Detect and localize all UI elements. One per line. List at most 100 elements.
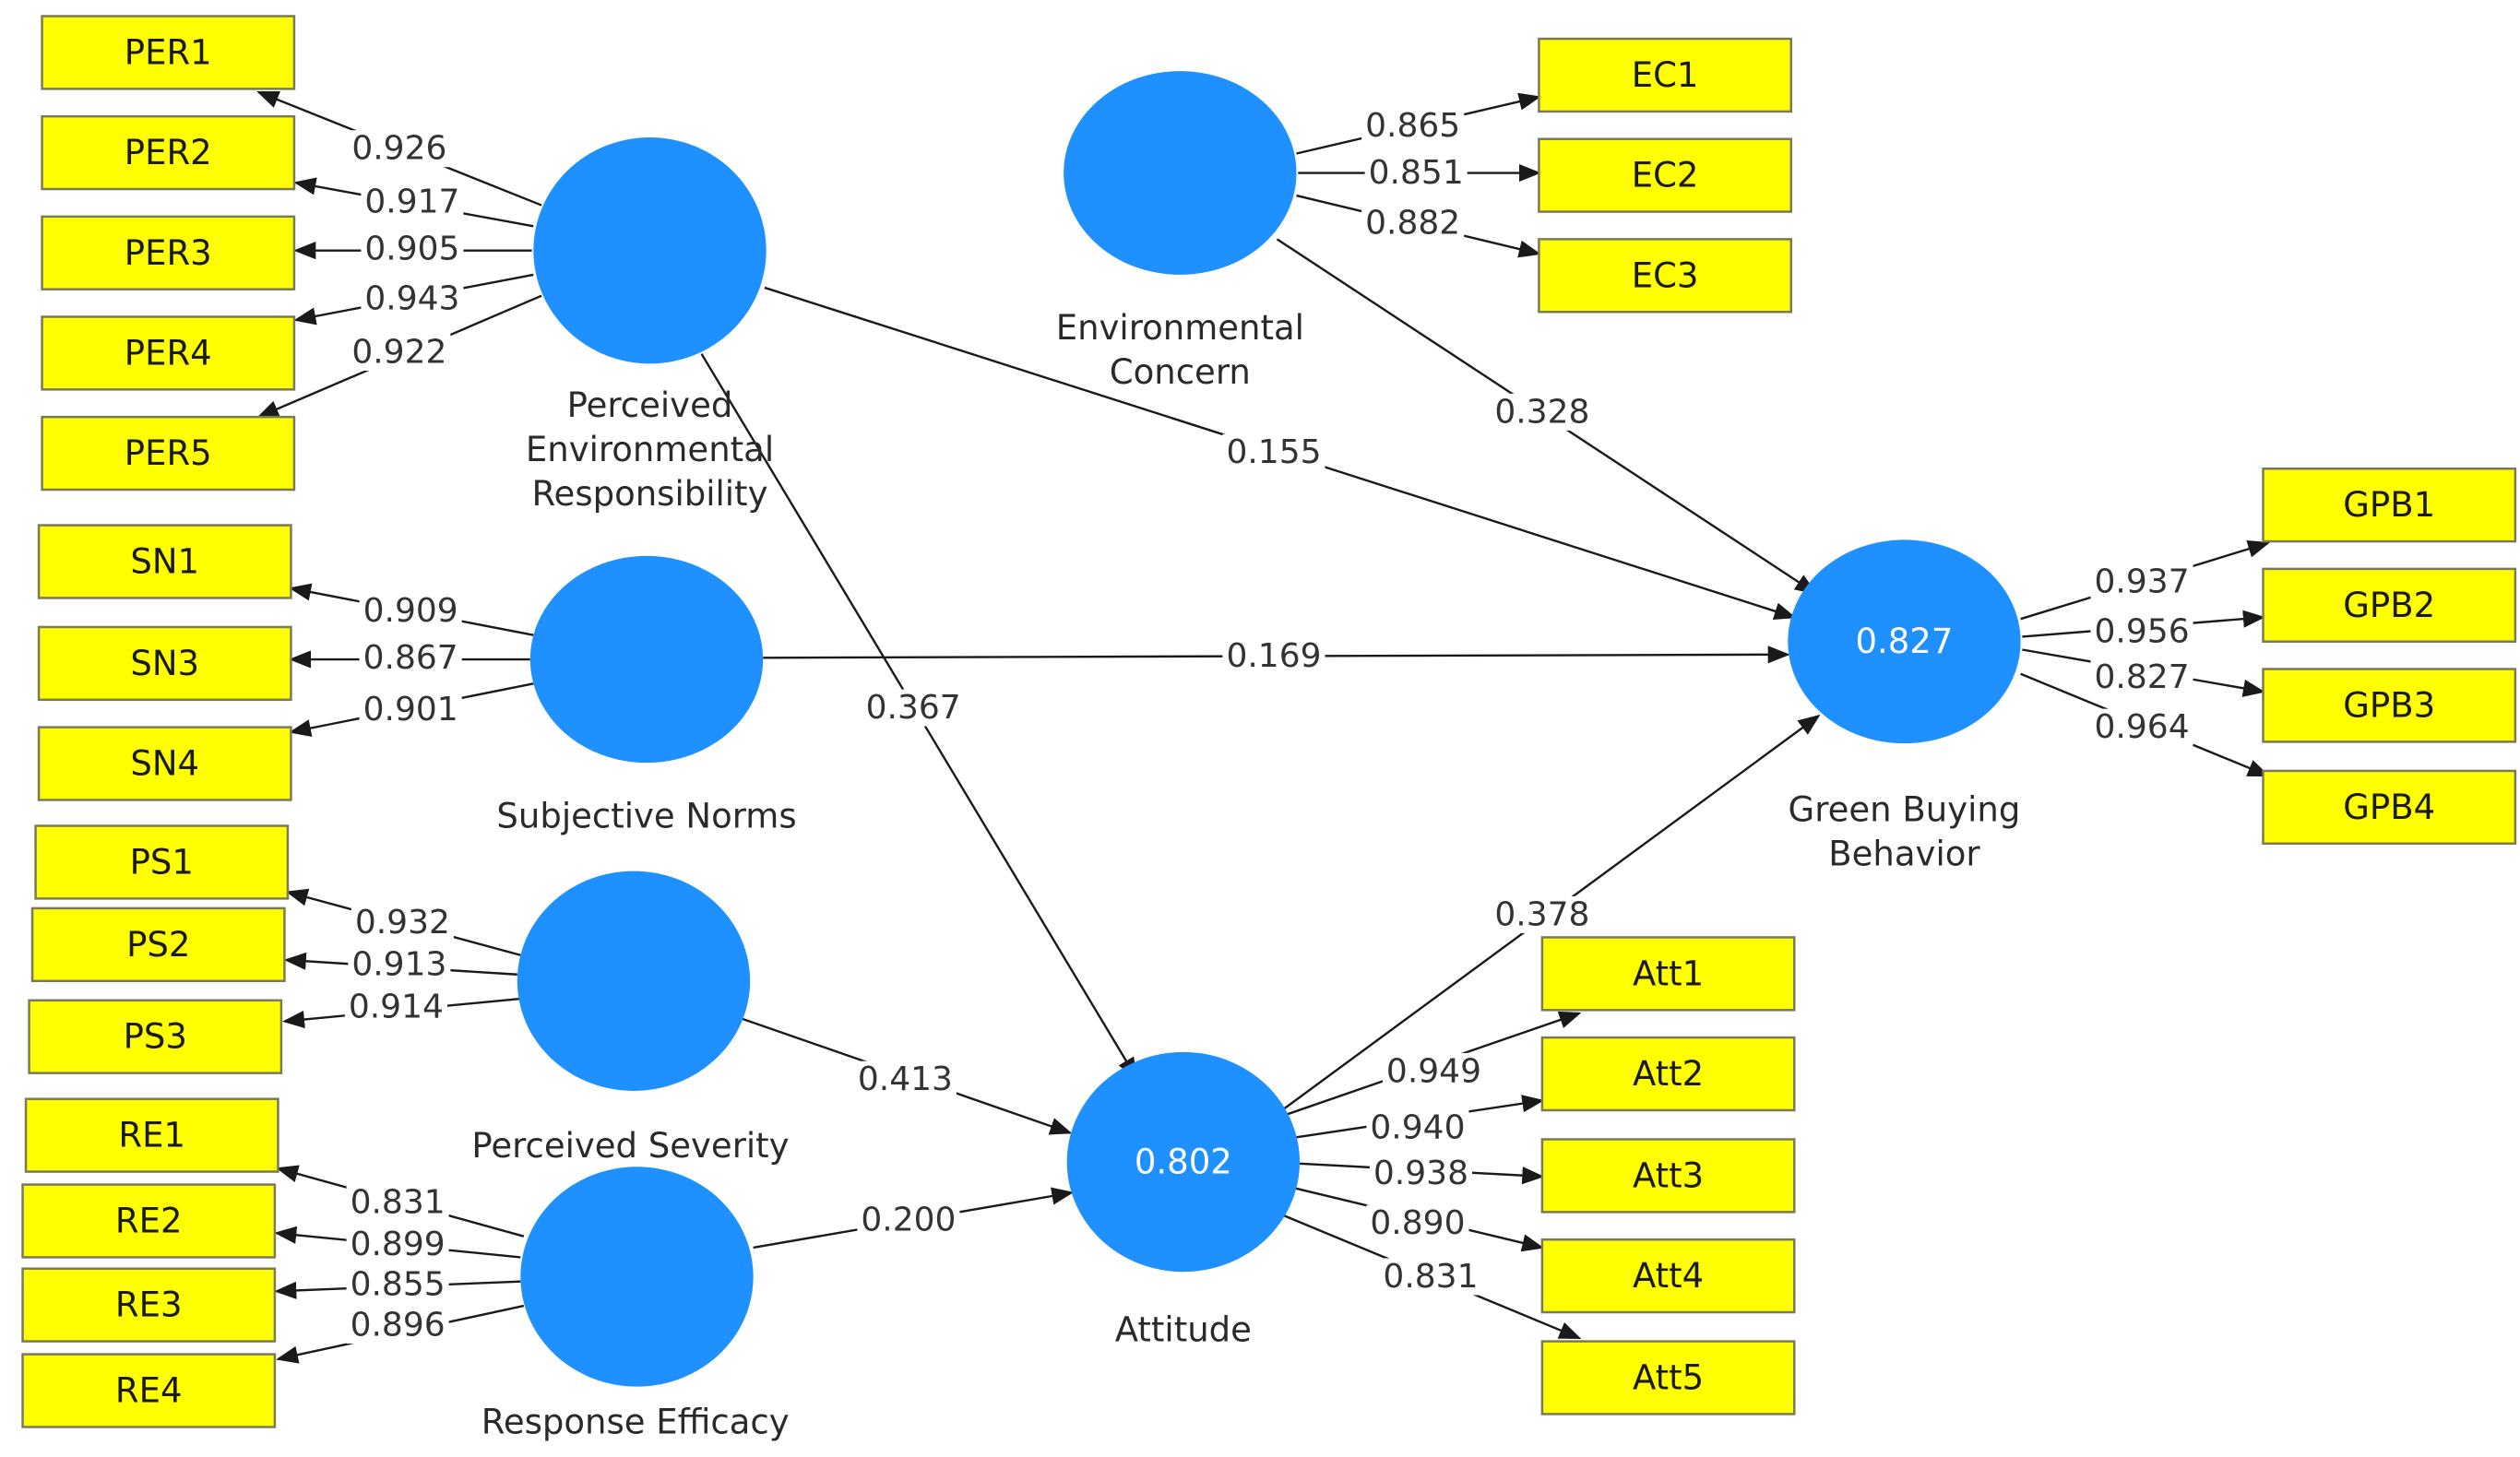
indicator-Att5[interactable]: Att5 [1540,1340,1796,1416]
edge-labels-layer: 0.9260.9170.9050.9430.9220.9090.8670.901… [344,107,2193,1344]
construct-label-line: Attitude [1115,1310,1252,1350]
indicator-RE3[interactable]: RE3 [21,1267,277,1343]
indicator-PER3[interactable]: PER3 [41,215,296,290]
indicator-label: PER4 [125,333,212,373]
indicator-box [30,906,286,983]
indicator-PER5[interactable]: PER5 [41,415,296,492]
indicator-Att3[interactable]: Att3 [1540,1138,1796,1214]
path-coefficient-re-att: 0.200 [861,1202,956,1239]
loading-coefficient-bg-PER5 [348,334,451,372]
indicator-Att4[interactable]: Att4 [1540,1238,1796,1314]
path-coefficient-bg-per-gbb [1222,433,1325,471]
loading-coefficient-bg-PER1 [348,130,451,168]
indicator-RE4[interactable]: RE4 [21,1353,277,1428]
loading-coefficient-RE2: 0.899 [351,1226,446,1263]
indicator-PER4[interactable]: PER4 [41,315,296,391]
path-coefficient-ps-att: 0.413 [858,1060,953,1098]
construct-label-line: Subjective Norms [496,796,796,835]
indicator-PER2[interactable]: PER2 [41,114,296,191]
loading-coefficient-bg-EC1 [1361,107,1465,145]
indicator-box [37,726,292,801]
indicator-box [34,824,290,900]
loading-coefficient-GPB3: 0.827 [2095,658,2190,696]
construct-sn[interactable]: Subjective Norms [496,555,797,835]
indicator-RE1[interactable]: RE1 [24,1097,279,1173]
loading-coefficient-Att3: 0.938 [1373,1155,1468,1192]
construct-label-line: Behavior [1828,834,1980,873]
indicator-box [1540,1138,1796,1214]
construct-re[interactable]: Response Efficacy [481,1167,790,1441]
indicator-SN4[interactable]: SN4 [37,726,292,801]
indicator-label: RE2 [115,1202,183,1241]
loading-coefficient-bg-RE4 [346,1307,449,1344]
indicator-SN1[interactable]: SN1 [37,524,292,599]
indicator-EC1[interactable]: EC1 [1538,37,1793,113]
loading-coefficient-bg-Att1 [1382,1052,1485,1090]
indicator-GPB3[interactable]: GPB3 [2262,668,2517,743]
indicator-box [41,315,296,391]
indicator-label: PS3 [124,1017,187,1057]
loading-coefficient-RE4: 0.896 [351,1307,446,1344]
path-coefficient-att-gbb: 0.378 [1494,895,1589,933]
indicator-label: Att1 [1633,954,1704,993]
construct-label-line: Perceived [567,385,733,425]
indicator-SN3[interactable]: SN3 [37,625,292,702]
indicator-EC3[interactable]: EC3 [1538,238,1793,314]
indicator-label: PER5 [125,433,212,473]
indicator-box [37,524,292,599]
construct-label: Perceived Severity [471,1126,789,1166]
indicator-PS3[interactable]: PS3 [28,999,283,1074]
path-coefficient-sn-gbb: 0.169 [1226,637,1321,675]
loading-coefficient-bg-Att4 [1366,1204,1469,1242]
r-squared-value: 0.802 [1135,1143,1232,1182]
loading-coefficient-PER2: 0.917 [364,184,459,221]
loading-coefficient-GPB1: 0.937 [2095,563,2190,600]
construct-circle [1064,71,1297,275]
indicator-EC2[interactable]: EC2 [1538,137,1793,213]
loading-coefficient-bg-RE2 [346,1226,449,1263]
indicator-RE2[interactable]: RE2 [21,1183,277,1259]
indicator-label: PER1 [125,32,212,72]
indicator-label: Att4 [1633,1256,1704,1296]
loading-coefficient-RE3: 0.855 [351,1266,446,1304]
indicator-box [1540,1036,1796,1112]
indicator-label: GPB1 [2343,485,2435,525]
loading-coefficient-bg-PER3 [361,230,464,267]
indicator-box [2262,567,2517,643]
loading-coefficient-bg-Att3 [1369,1155,1472,1192]
indicator-Att2[interactable]: Att2 [1540,1036,1796,1112]
construct-ps[interactable]: Perceived Severity [471,871,790,1166]
indicator-GPB4[interactable]: GPB4 [2262,769,2517,846]
loading-coefficient-bg-PER2 [361,184,464,221]
indicator-box [1538,238,1793,314]
construct-circle [529,555,764,764]
indicator-label: EC2 [1632,156,1699,195]
path-coefficient-bg-per-att [862,689,965,727]
loading-coefficient-bg-PS3 [344,988,447,1025]
indicator-PS1[interactable]: PS1 [34,824,290,900]
loading-coefficient-EC1: 0.865 [1365,107,1460,145]
path-coefficient-per-att: 0.367 [866,689,961,727]
construct-label-line: Concern [1110,352,1251,392]
loading-coefficient-bg-GPB4 [2090,708,2193,746]
indicator-label: EC3 [1632,255,1699,295]
loading-coefficient-EC2: 0.851 [1369,154,1464,192]
indicator-label: PER2 [125,133,212,172]
indicator-GPB2[interactable]: GPB2 [2262,567,2517,643]
loading-coefficient-SN4: 0.901 [363,691,458,728]
indicator-PER1[interactable]: PER1 [41,15,296,90]
indicator-PS2[interactable]: PS2 [30,906,286,983]
indicator-GPB1[interactable]: GPB1 [2262,467,2517,543]
indicator-label: PER3 [125,233,212,273]
indicator-label: RE1 [118,1116,185,1155]
loading-coefficient-bg-Att5 [1379,1258,1482,1296]
loading-coefficient-bg-Att2 [1366,1109,1469,1147]
indicator-box [21,1267,277,1343]
indicator-Att1[interactable]: Att1 [1540,936,1796,1012]
loading-coefficient-bg-EC3 [1361,204,1465,242]
